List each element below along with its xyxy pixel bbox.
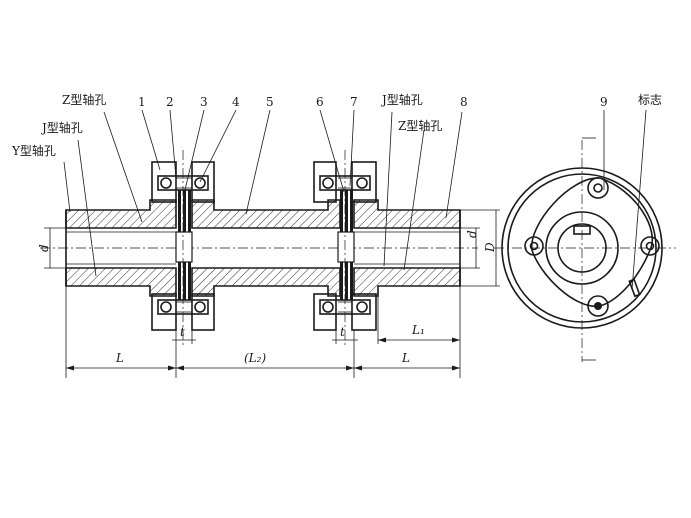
right-flange-top <box>351 161 377 203</box>
section-view <box>40 150 478 345</box>
dim-d-right: d <box>465 230 479 238</box>
dim-L-left: L <box>115 351 124 365</box>
end-view <box>494 137 676 362</box>
left-hub-lower <box>65 267 177 297</box>
spacer-lower <box>191 267 341 297</box>
label-j-bore-right: J型轴孔 <box>380 92 423 107</box>
dim-L2: (L₂) <box>244 351 266 365</box>
left-flange-top <box>151 161 177 203</box>
dim-d-left: d <box>37 244 51 252</box>
end-view-bolt-left <box>524 236 544 256</box>
mid-flange-right-top <box>313 161 337 203</box>
part-number-8: 8 <box>460 95 468 109</box>
disc-pack-right <box>337 190 355 300</box>
dim-L1: L₁ <box>411 323 425 337</box>
label-marking: 标志 <box>638 93 662 107</box>
label-y-bore: Y型轴孔 <box>11 143 56 158</box>
dim-t-right: t <box>340 325 345 339</box>
part-number-2: 2 <box>166 95 174 109</box>
label-z-bore-left: Z型轴孔 <box>62 92 106 107</box>
dim-t-left: t <box>180 325 185 339</box>
mid-flange-right-bottom <box>313 293 337 331</box>
part-number-4: 4 <box>232 95 240 109</box>
right-hub-lower <box>353 267 461 297</box>
part-number-7: 7 <box>350 95 358 109</box>
end-view-bolt-top <box>587 177 609 199</box>
right-hub-upper <box>353 199 461 229</box>
left-hub-upper <box>65 199 177 229</box>
marking-symbol <box>628 278 641 298</box>
end-view-flange-triangle <box>531 177 654 307</box>
part-number-3: 3 <box>200 95 208 109</box>
end-view-bolt-right <box>640 236 660 256</box>
end-view-bolt-bottom <box>587 295 609 317</box>
dim-D: D <box>483 242 497 253</box>
part-number-5: 5 <box>266 95 274 109</box>
dimension-lines <box>44 209 500 378</box>
label-j-bore-left: J型轴孔 <box>40 120 83 135</box>
part-number-6: 6 <box>316 95 324 109</box>
text-labels: Z型轴孔 J型轴孔 Y型轴孔 J型轴孔 Z型轴孔 标志 1 2 3 4 5 6 … <box>11 92 662 365</box>
disc-pack-left <box>175 190 193 300</box>
label-z-bore-right: Z型轴孔 <box>398 118 442 133</box>
dim-L-right: L <box>401 351 410 365</box>
spacer-upper <box>191 199 341 229</box>
part-number-9: 9 <box>600 95 608 109</box>
part-number-1: 1 <box>138 95 146 109</box>
